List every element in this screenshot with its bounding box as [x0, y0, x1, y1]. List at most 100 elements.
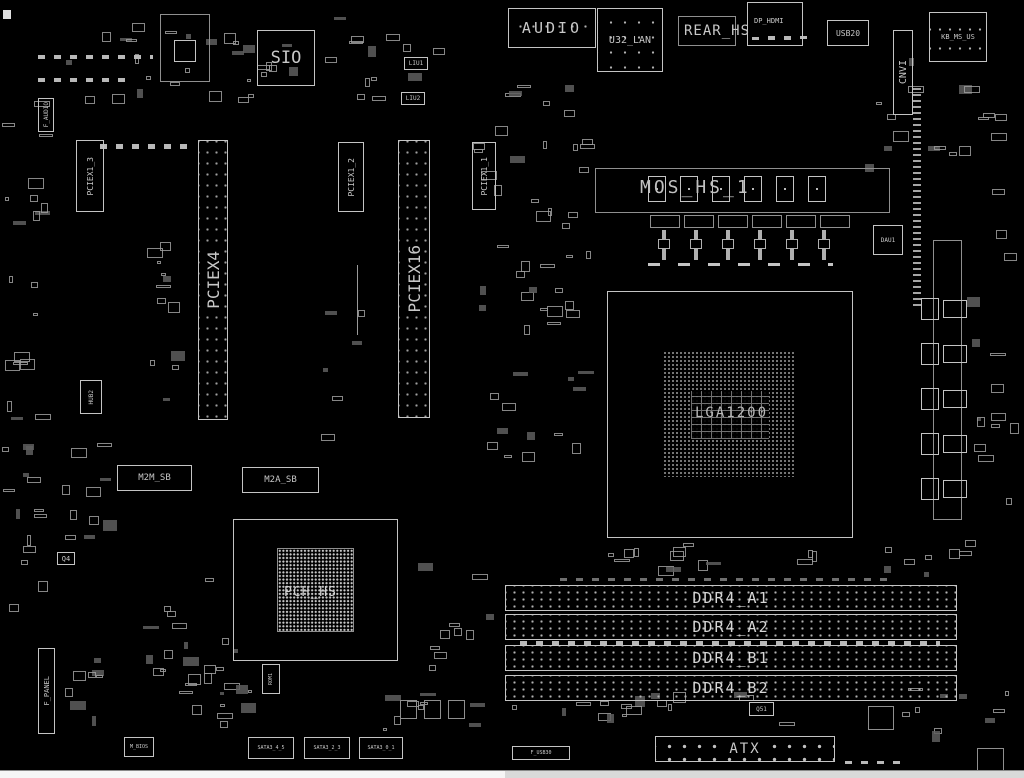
component	[990, 353, 1006, 356]
component	[490, 393, 499, 400]
component	[126, 39, 137, 42]
front-audio-header[interactable]: F_AUDIO	[38, 98, 54, 132]
component	[31, 282, 38, 288]
component	[165, 31, 177, 34]
component	[536, 211, 551, 222]
component	[991, 424, 1000, 428]
hub-chip[interactable]: HUB2	[80, 380, 102, 414]
component	[543, 101, 550, 106]
component	[509, 91, 522, 96]
component	[183, 657, 199, 666]
component	[38, 581, 48, 592]
atx-24pin-connector[interactable]: ATX	[655, 736, 835, 762]
dimm-slot-a1[interactable]: DDR4_A1	[505, 585, 957, 611]
q4-part[interactable]: Q4	[57, 552, 75, 565]
component	[209, 91, 222, 102]
component	[70, 701, 86, 710]
small-ic[interactable]	[174, 40, 196, 62]
rom-chip[interactable]: ROM1	[262, 664, 280, 694]
component	[884, 566, 891, 573]
component	[365, 78, 370, 87]
usb32-lan-controller[interactable]: U32_LAN	[597, 8, 663, 72]
q51-part[interactable]: Q51	[749, 702, 774, 716]
component	[71, 448, 87, 458]
component	[586, 251, 591, 259]
transistor	[400, 700, 417, 719]
component	[147, 248, 163, 258]
mosfet	[648, 176, 666, 202]
component	[909, 58, 914, 66]
component	[403, 44, 411, 52]
front-panel-header[interactable]: F_PANEL	[38, 648, 55, 734]
component	[510, 156, 525, 163]
component	[157, 261, 161, 264]
component	[35, 414, 51, 420]
rear-heatsink-outline[interactable]	[678, 16, 736, 46]
main-bios-chip[interactable]: M_BIOS	[124, 737, 154, 757]
sata-connector[interactable]: SATA3_2_3	[304, 737, 350, 759]
component	[167, 611, 176, 617]
component	[985, 718, 995, 723]
dimm-slot-b1[interactable]: DDR4_B1	[505, 645, 957, 671]
cnvi-m2-slot[interactable]: CNVI	[893, 30, 913, 115]
pch-heatsink-outline[interactable]	[233, 519, 398, 661]
pcie-x16-slot[interactable]: PCIEX16	[398, 140, 430, 418]
rom-label: ROM1	[268, 672, 274, 686]
pcie-x1-slot-3[interactable]: PCIEX1_3	[76, 140, 104, 212]
vrm-heatsink-outline[interactable]	[595, 168, 890, 213]
horizontal-scrollbar-thumb[interactable]	[0, 771, 505, 778]
component	[70, 510, 77, 520]
liu2-part[interactable]: LIU2	[401, 92, 425, 105]
component	[172, 365, 179, 370]
horizontal-scrollbar-track[interactable]	[0, 770, 1024, 778]
pcie-x1-slot-2[interactable]: PCIEX1_2	[338, 142, 364, 212]
component	[321, 434, 335, 441]
component	[23, 473, 29, 477]
sata-connector[interactable]: SATA3_4_5	[248, 737, 294, 759]
dimm-slot-a2[interactable]: DDR4_A2	[505, 614, 957, 640]
component	[797, 559, 813, 565]
liu1-part[interactable]: LIU1	[404, 57, 428, 70]
component	[188, 674, 201, 685]
super-io-chip[interactable]: SIO	[257, 30, 315, 86]
component	[494, 185, 502, 196]
component	[513, 372, 528, 376]
component	[5, 197, 9, 201]
component	[547, 322, 561, 325]
sata-connector[interactable]: SATA3_0_1	[359, 737, 403, 759]
component	[524, 325, 530, 335]
pcie-x1-slot-1[interactable]: PCIEX1_1	[472, 142, 496, 210]
pcie-x4-slot[interactable]: PCIEX4	[198, 140, 228, 420]
component	[566, 310, 580, 318]
front-usb30-header[interactable]: F_USB30	[512, 746, 570, 760]
cpu-socket-outline[interactable]	[607, 291, 853, 538]
m2a-socket[interactable]: M2A_SB	[242, 467, 319, 493]
component	[469, 723, 481, 727]
small-ic[interactable]	[977, 748, 1004, 772]
component	[386, 34, 400, 41]
m2m-socket[interactable]: M2M_SB	[117, 465, 192, 491]
component	[394, 716, 401, 725]
component	[351, 36, 364, 43]
component	[85, 96, 95, 104]
component	[481, 171, 497, 180]
component	[186, 34, 191, 39]
dimm-slot-b2[interactable]: DDR4_B2	[505, 675, 957, 701]
component	[893, 131, 909, 142]
component	[572, 443, 581, 454]
component	[383, 728, 387, 731]
component	[564, 110, 575, 117]
component	[358, 310, 365, 317]
kb-ms-usb-connector[interactable]: KB_MS_US	[929, 12, 987, 62]
pwm-controller-chip[interactable]: DAU1	[873, 225, 903, 255]
component	[472, 574, 488, 580]
atx-label: ATX	[725, 741, 765, 757]
usb20-header[interactable]: USB20	[827, 20, 869, 46]
dp-hdmi-connector[interactable]: DP_HDMI	[747, 2, 803, 46]
audio-codec-block[interactable]: AUDIO	[508, 8, 596, 48]
pch-bga-grid	[277, 548, 354, 632]
component	[668, 704, 672, 711]
pad-row	[752, 37, 798, 40]
component	[103, 520, 117, 531]
component	[135, 54, 139, 64]
